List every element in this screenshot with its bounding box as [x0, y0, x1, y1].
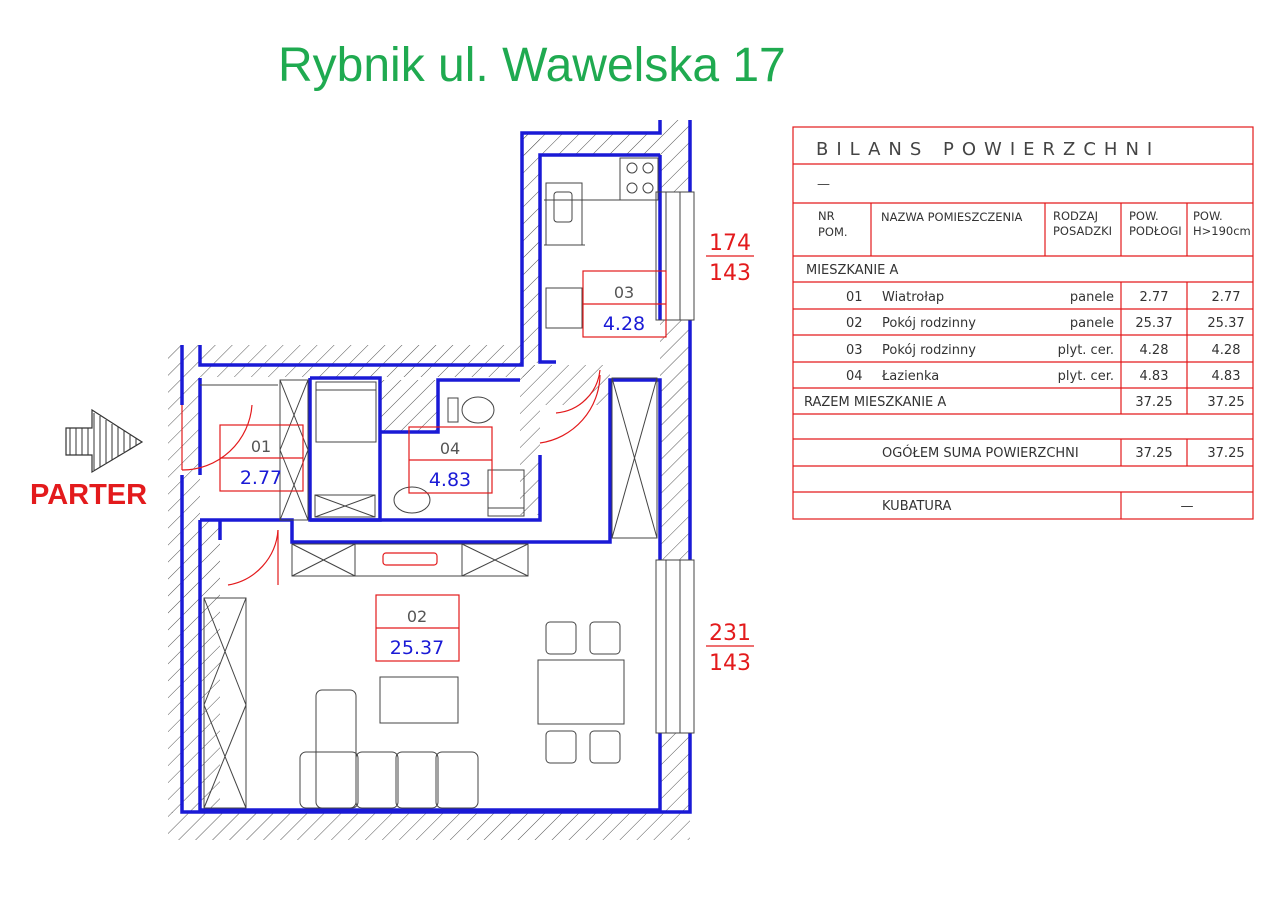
svg-text:04: 04	[846, 369, 863, 384]
volume-row: KUBATURA —	[882, 499, 1194, 514]
svg-text:H>190cm: H>190cm	[1193, 224, 1251, 238]
svg-text:POSADZKI: POSADZKI	[1053, 224, 1112, 238]
svg-text:RAZEM MIESZKANIE A: RAZEM MIESZKANIE A	[804, 395, 946, 410]
svg-text:143: 143	[709, 261, 751, 286]
svg-text:panele: panele	[1070, 316, 1114, 331]
svg-text:2.77: 2.77	[1212, 290, 1241, 305]
svg-text:37.25: 37.25	[1207, 395, 1244, 410]
doors	[181, 369, 601, 586]
table-row: 01 Wiatrołap panele 2.77 2.77	[846, 290, 1240, 305]
wall-hatching	[168, 120, 690, 840]
svg-text:03: 03	[846, 343, 863, 358]
svg-text:plyt. cer.: plyt. cer.	[1058, 343, 1114, 358]
svg-text:4.83: 4.83	[1140, 369, 1169, 384]
svg-text:143: 143	[709, 651, 751, 676]
entrance-arrow-icon	[65, 408, 144, 474]
svg-text:panele: panele	[1070, 290, 1114, 305]
svg-text:01: 01	[251, 437, 271, 456]
svg-text:—: —	[817, 177, 830, 192]
room-03-label: 03 4.28	[582, 270, 667, 338]
svg-text:POW.: POW.	[1129, 209, 1159, 223]
svg-text:Pokój rodzinny: Pokój rodzinny	[882, 343, 976, 358]
room-02-label: 02 25.37	[375, 594, 460, 662]
section-label: MIESZKANIE A	[806, 263, 899, 278]
svg-text:PODŁOGI: PODŁOGI	[1129, 224, 1182, 238]
svg-text:25.37: 25.37	[390, 637, 444, 659]
svg-text:37.25: 37.25	[1135, 446, 1172, 461]
svg-text:OGÓŁEM SUMA POWIERZCHNI: OGÓŁEM SUMA POWIERZCHNI	[882, 445, 1079, 461]
svg-text:03: 03	[614, 283, 634, 302]
svg-text:02: 02	[407, 607, 427, 626]
svg-text:4.28: 4.28	[1212, 343, 1241, 358]
svg-text:4.83: 4.83	[1212, 369, 1241, 384]
svg-text:Łazienka: Łazienka	[881, 369, 939, 384]
table-row: 02 Pokój rodzinny panele 25.37 25.37	[846, 316, 1245, 331]
svg-text:4.28: 4.28	[1140, 343, 1169, 358]
header-name: NAZWA POMIESZCZENIA	[881, 210, 1023, 224]
window-2-dimension: 231 143	[706, 621, 754, 676]
window-1-dimension: 174 143	[706, 231, 754, 286]
walls	[180, 120, 692, 814]
header-nr: NR	[818, 209, 835, 223]
svg-text:2.77: 2.77	[240, 467, 282, 489]
svg-text:RODZAJ: RODZAJ	[1053, 209, 1098, 223]
total-row: OGÓŁEM SUMA POWIERZCHNI 37.25 37.25	[882, 445, 1245, 461]
header-pom: POM.	[818, 225, 848, 239]
svg-text:25.37: 25.37	[1135, 316, 1172, 331]
svg-text:2.77: 2.77	[1140, 290, 1169, 305]
svg-text:4.83: 4.83	[429, 469, 471, 491]
svg-text:4.28: 4.28	[603, 313, 645, 335]
table-heading: BILANS POWIERZCHNI	[816, 139, 1160, 160]
svg-text:01: 01	[846, 290, 863, 305]
page-title: Rybnik ul. Wawelska 17	[278, 39, 786, 92]
table-row: 03 Pokój rodzinny plyt. cer. 4.28 4.28	[846, 343, 1240, 358]
room-labels: 01 2.77 02 25.37 03 4.28 04 4.83	[219, 270, 667, 662]
svg-text:plyt. cer.: plyt. cer.	[1058, 369, 1114, 384]
svg-text:Pokój rodzinny: Pokój rodzinny	[882, 316, 976, 331]
room-01-label: 01 2.77	[219, 424, 304, 492]
sofa-icon	[315, 689, 357, 809]
room-04-label: 04 4.83	[408, 426, 493, 494]
svg-text:Wiatrołap: Wiatrołap	[882, 290, 944, 305]
fixtures	[200, 157, 695, 809]
svg-text:174: 174	[709, 231, 751, 256]
svg-text:—: —	[1181, 499, 1194, 514]
svg-text:04: 04	[440, 439, 460, 458]
svg-text:02: 02	[846, 316, 863, 331]
svg-text:231: 231	[709, 621, 751, 646]
svg-text:25.37: 25.37	[1207, 316, 1244, 331]
dining-table-icon	[537, 659, 625, 725]
stove-icon	[619, 157, 659, 201]
svg-text:37.25: 37.25	[1207, 446, 1244, 461]
svg-text:KUBATURA: KUBATURA	[882, 499, 951, 514]
subtotal-row: RAZEM MIESZKANIE A 37.25 37.25	[804, 395, 1245, 410]
table-row: 04 Łazienka plyt. cer. 4.83 4.83	[846, 369, 1240, 384]
area-balance-table: BILANS POWIERZCHNI — NR POM. NAZWA POMIE…	[792, 126, 1254, 520]
floor-label: PARTER	[30, 479, 148, 511]
svg-text:37.25: 37.25	[1135, 395, 1172, 410]
table-header: NR POM. NAZWA POMIESZCZENIA RODZAJ POSAD…	[818, 209, 1251, 239]
window-dimensions: 174 143 231 143	[706, 231, 754, 676]
svg-text:POW.: POW.	[1193, 209, 1223, 223]
